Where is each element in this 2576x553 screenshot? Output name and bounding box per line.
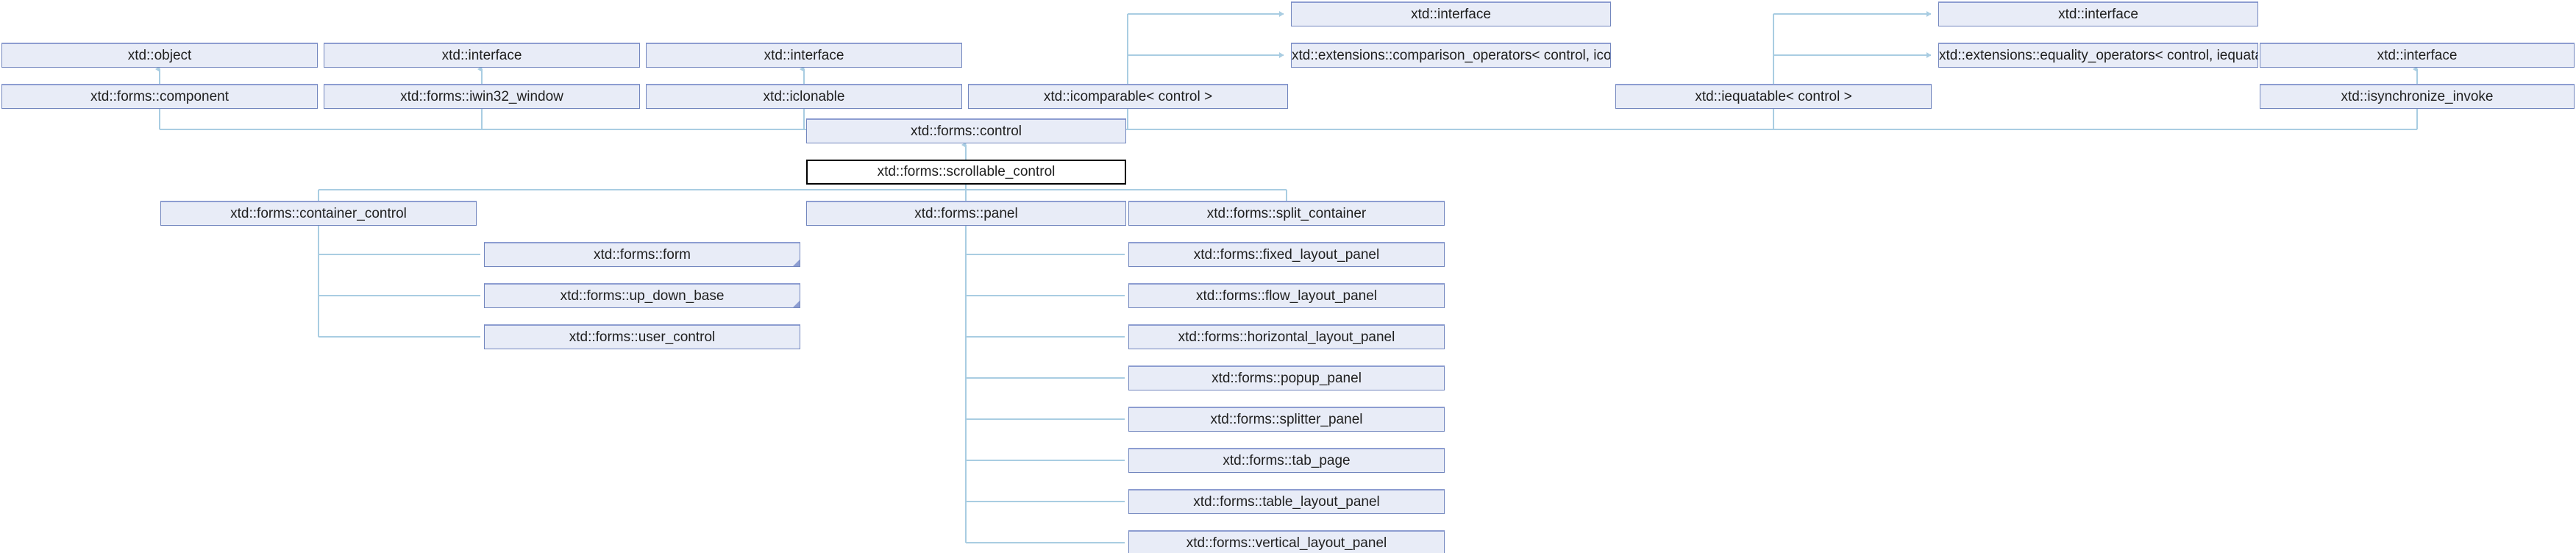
class-node[interactable]: xtd::forms::up_down_base: [484, 283, 800, 308]
class-node[interactable]: xtd::forms::scrollable_control: [806, 160, 1126, 185]
class-node[interactable]: xtd::forms::panel: [806, 201, 1126, 226]
class-node[interactable]: xtd::iclonable: [646, 84, 962, 109]
class-node[interactable]: xtd::forms::flow_layout_panel: [1128, 283, 1445, 308]
class-node[interactable]: xtd::forms::tab_page: [1128, 448, 1445, 473]
class-node[interactable]: xtd::extensions::comparison_operators< c…: [1291, 43, 1611, 68]
class-node[interactable]: xtd::interface: [646, 43, 962, 68]
class-node[interactable]: xtd::forms::popup_panel: [1128, 365, 1445, 390]
class-node[interactable]: xtd::forms::component: [1, 84, 318, 109]
class-node[interactable]: xtd::interface: [2260, 43, 2575, 68]
class-node[interactable]: xtd::forms::container_control: [160, 201, 477, 226]
class-node[interactable]: xtd::forms::splitter_panel: [1128, 407, 1445, 432]
class-node[interactable]: xtd::forms::control: [806, 118, 1126, 143]
class-node[interactable]: xtd::interface: [324, 43, 640, 68]
class-node[interactable]: xtd::forms::user_control: [484, 324, 800, 349]
class-node[interactable]: xtd::interface: [1291, 1, 1611, 26]
class-node[interactable]: xtd::forms::iwin32_window: [324, 84, 640, 109]
class-node[interactable]: xtd::forms::table_layout_panel: [1128, 489, 1445, 514]
class-node[interactable]: xtd::isynchronize_invoke: [2260, 84, 2575, 109]
class-node[interactable]: xtd::forms::split_container: [1128, 201, 1445, 226]
class-node[interactable]: xtd::extensions::equality_operators< con…: [1938, 43, 2258, 68]
class-node[interactable]: xtd::forms::vertical_layout_panel: [1128, 530, 1445, 553]
class-node[interactable]: xtd::object: [1, 43, 318, 68]
class-node[interactable]: xtd::interface: [1938, 1, 2258, 26]
class-node[interactable]: xtd::icomparable< control >: [968, 84, 1288, 109]
class-node[interactable]: xtd::iequatable< control >: [1615, 84, 1932, 109]
class-node[interactable]: xtd::forms::fixed_layout_panel: [1128, 242, 1445, 267]
class-node[interactable]: xtd::forms::horizontal_layout_panel: [1128, 324, 1445, 349]
class-node[interactable]: xtd::forms::form: [484, 242, 800, 267]
